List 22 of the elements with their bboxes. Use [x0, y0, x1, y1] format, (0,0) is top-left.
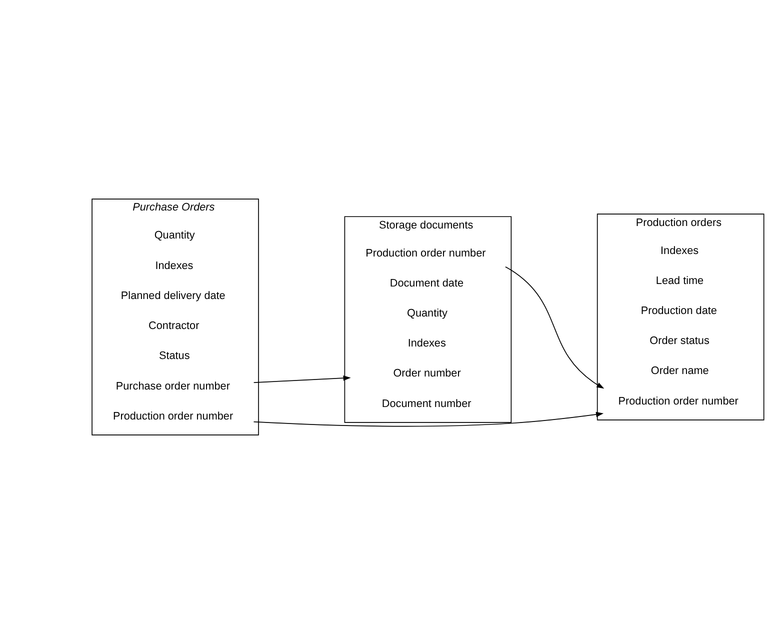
arrow [505, 266, 604, 389]
node-text: Indexes [660, 244, 699, 257]
node-text: Order name [650, 365, 709, 378]
node-text: Purchase order number [116, 380, 230, 392]
node-text: Contractor [148, 320, 200, 332]
node-text: Status [158, 350, 190, 362]
node-text: Order number [393, 368, 461, 380]
node-text: Indexes [155, 260, 194, 272]
node-text: Lead time [656, 274, 704, 287]
node-text: Production order number [112, 410, 234, 422]
node-text: Planned delivery date [120, 290, 226, 302]
arrow [253, 412, 604, 427]
node-text: Production order number [366, 247, 486, 260]
node-text: Indexes [408, 338, 446, 350]
node-text: Quantity [407, 308, 448, 320]
node-text: Order status [650, 335, 710, 348]
node-text: Production order number [618, 395, 738, 408]
arrow [253, 375, 351, 383]
node-text: Production date [640, 304, 717, 317]
node-text: Quantity [154, 230, 195, 242]
node-text: Document date [390, 277, 464, 290]
node-text: Document number [382, 398, 472, 410]
